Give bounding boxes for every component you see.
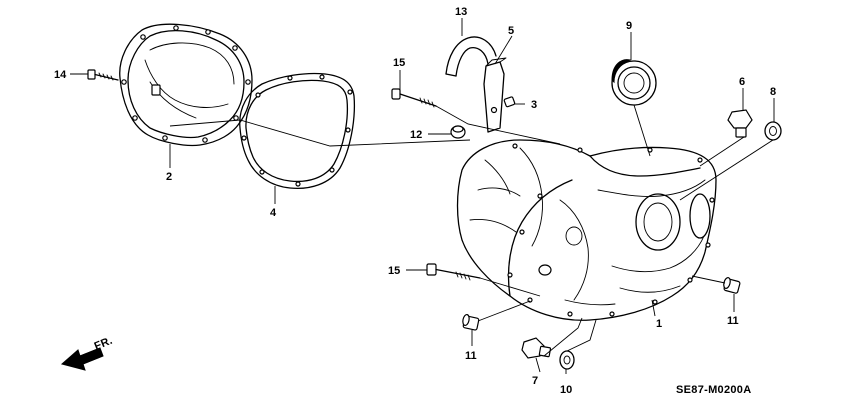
bolt-part-15-upper[interactable]: [391, 88, 437, 108]
gasket-part-4[interactable]: [239, 72, 356, 190]
fill-plug-part-7[interactable]: [521, 337, 552, 359]
washer-part-10[interactable]: [559, 350, 575, 370]
callout-13: 13: [455, 6, 467, 18]
callout-5: 5: [508, 25, 514, 37]
callout-7: 7: [532, 375, 538, 387]
direction-label: FR.: [93, 335, 115, 353]
callout-1: 1: [656, 318, 662, 330]
drain-plug-part-6[interactable]: [727, 109, 753, 138]
bracket-part-5[interactable]: [483, 57, 507, 133]
dowel-pin-part-11-right[interactable]: [723, 277, 741, 294]
callout-9: 9: [626, 20, 632, 32]
breather-tube-part-13[interactable]: [445, 36, 497, 77]
callout-15-upper: 15: [393, 57, 405, 69]
sleeve-part-3[interactable]: [503, 96, 516, 108]
callout-4: 4: [270, 207, 277, 219]
end-cover-part[interactable]: [119, 23, 253, 147]
callout-3: 3: [531, 99, 537, 111]
leader-lines: [70, 18, 775, 374]
callout-14: 14: [54, 69, 67, 81]
clip-part-12[interactable]: [450, 125, 466, 139]
callout-12: 12: [410, 129, 422, 141]
callout-10: 10: [560, 384, 572, 396]
bolt-part-15-lower[interactable]: [426, 263, 481, 281]
oil-seal-part-9[interactable]: [611, 59, 657, 106]
callout-6: 6: [739, 76, 745, 88]
washer-part-8[interactable]: [764, 121, 782, 141]
callout-11-left: 11: [465, 350, 477, 362]
front-direction-arrow: FR.: [60, 335, 115, 371]
callout-15-lower: 15: [388, 265, 400, 277]
callout-2: 2: [166, 171, 172, 183]
transmission-case-part-1[interactable]: [456, 139, 717, 321]
callout-11-right: 11: [727, 315, 739, 327]
direction-arrow-icon: [60, 347, 104, 371]
diagram-code: SE87-M0200A: [676, 384, 751, 396]
bolt-part-14[interactable]: [87, 69, 119, 81]
dowel-pin-part-11-left[interactable]: [462, 313, 480, 331]
callout-labels: 14 2 4 13 5 15 3 12 9 6 8 15 11 7 10 1 1…: [54, 6, 776, 396]
callout-8: 8: [770, 86, 776, 98]
